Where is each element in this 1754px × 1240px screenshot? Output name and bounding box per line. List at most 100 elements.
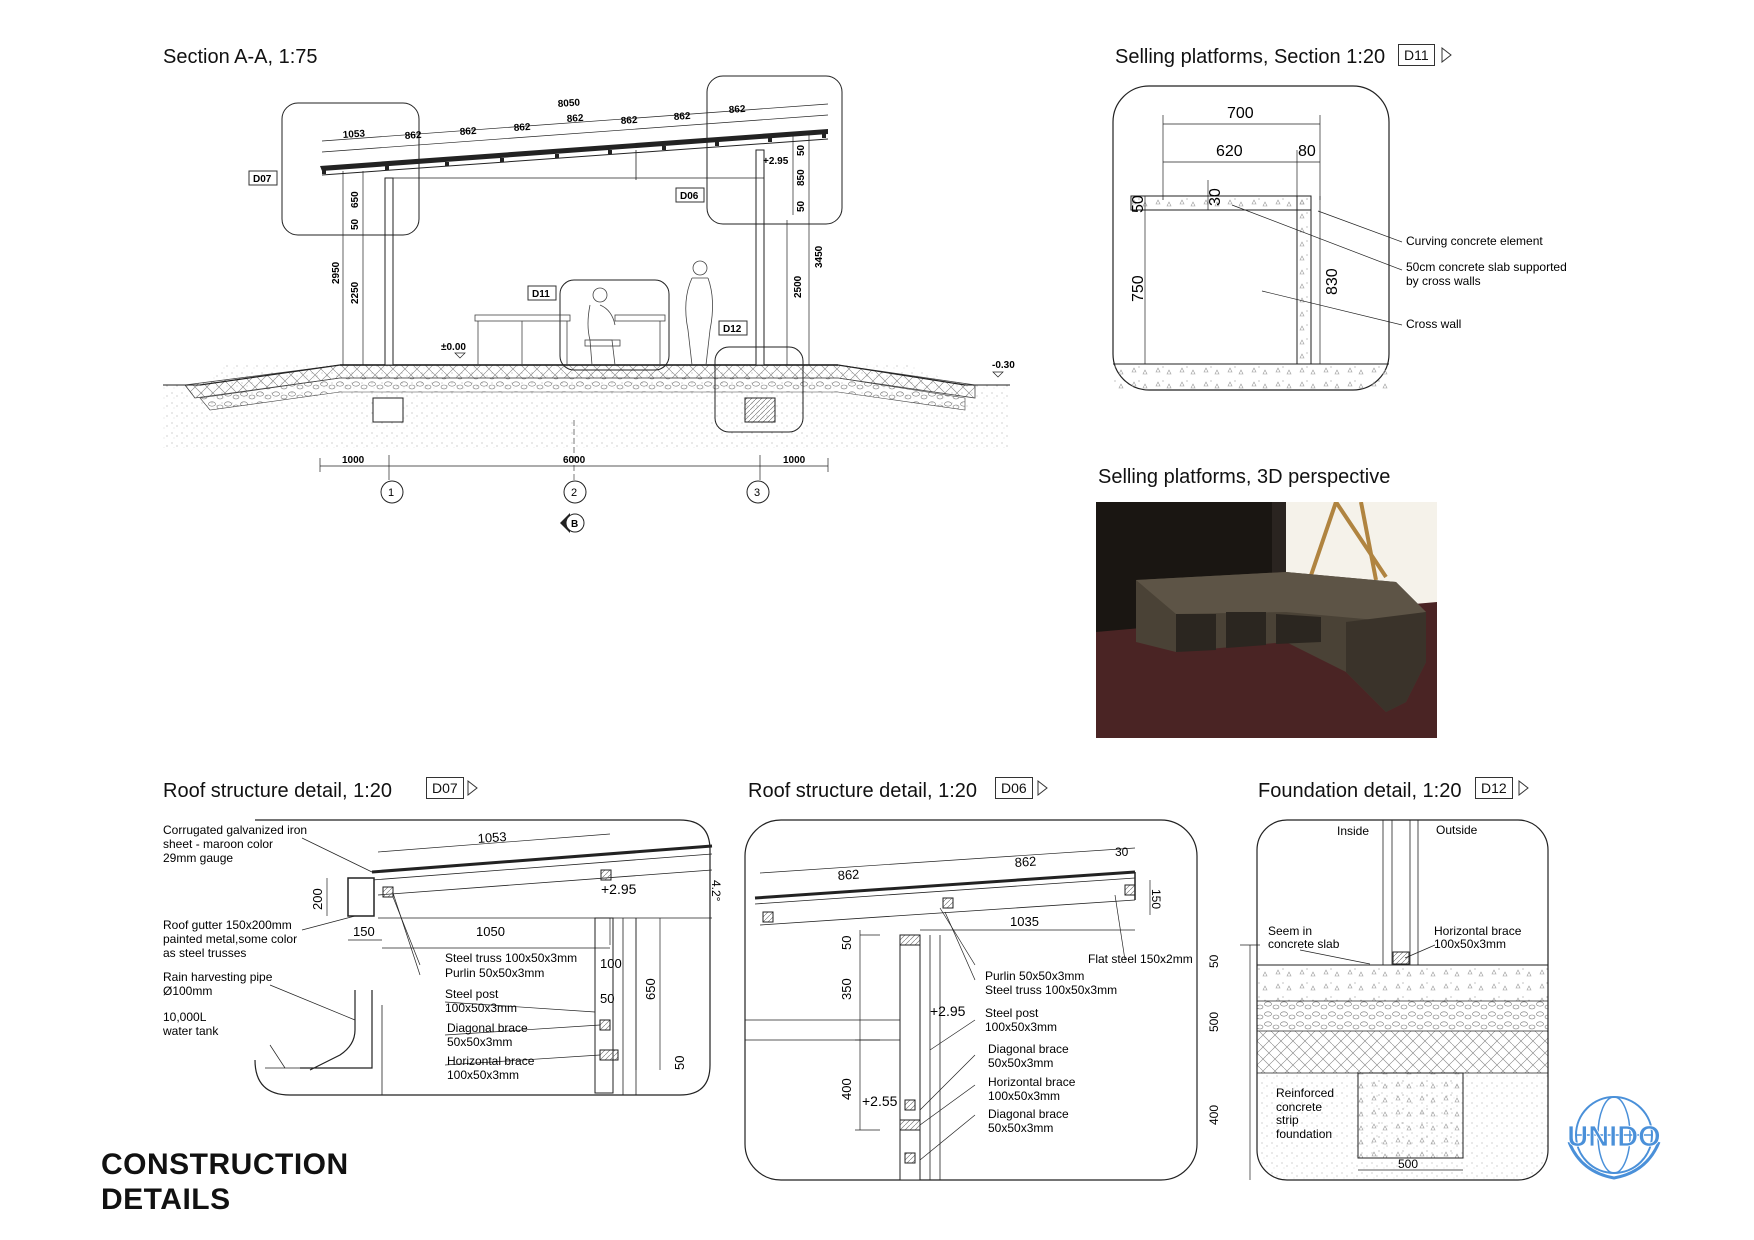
post-right-dim: 50 <box>796 200 807 212</box>
d07-dim-top: 1053 <box>477 829 507 846</box>
page-title-line1: CONSTRUCTION <box>101 1148 349 1181</box>
d07-dim-200: 200 <box>310 888 325 910</box>
d07-label-tank: water tank <box>162 1024 219 1038</box>
d06-label-purlin: Purlin 50x50x3mm <box>985 969 1084 983</box>
tag-d06-inline: D06 <box>680 191 699 202</box>
level-floor: ±0.00 <box>441 342 466 353</box>
d07-label-diag: Diagonal brace <box>447 1021 528 1035</box>
bottom-dim: 1000 <box>783 455 806 466</box>
roof-seg-dim: 862 <box>459 126 477 138</box>
section-mark: B <box>571 519 578 530</box>
d07-label-post: 100x50x3mm <box>445 1001 517 1015</box>
d06-dim-150: 150 <box>1149 889 1163 909</box>
platform-dim-620: 620 <box>1216 143 1243 160</box>
d06-label-post: Steel post <box>985 1006 1039 1020</box>
d06-label-truss: Steel truss 100x50x3mm <box>985 983 1117 997</box>
platform-label-slab: by cross walls <box>1406 274 1481 288</box>
d07-label-horiz: 100x50x3mm <box>447 1068 519 1082</box>
d07-label-pipe: Ø100mm <box>163 984 212 998</box>
d06-label-flat: Flat steel 150x2mm <box>1088 952 1193 966</box>
d07-dim-100: 100 <box>600 956 622 971</box>
platform-label-slab: 50cm concrete slab supported <box>1406 260 1567 274</box>
post-left-dim: 650 <box>350 191 361 208</box>
d06-dim-a: 862 <box>837 867 860 883</box>
d12-label-rc: concrete <box>1276 1100 1322 1114</box>
d06-dim-c: 30 <box>1115 845 1129 859</box>
d07-dim-pitch: 4.2° <box>709 880 723 902</box>
d06-dim-350: 350 <box>839 978 854 1000</box>
roof-seg-dim: 862 <box>620 115 638 127</box>
d07-label-purlin: Purlin 50x50x3mm <box>445 966 544 980</box>
d12-label-rc: strip <box>1276 1113 1299 1127</box>
tag-arrow-icon <box>1037 780 1048 796</box>
tag-d12-title: D12 <box>1475 777 1513 799</box>
roof-seg-dim: 862 <box>513 122 531 134</box>
d07-label-diag: 50x50x3mm <box>447 1035 512 1049</box>
d07-label-post: Steel post <box>445 987 499 1001</box>
d12-dim-50: 50 <box>1207 954 1221 968</box>
tag-d07-title: D07 <box>426 777 464 799</box>
tag-d11-inline: D11 <box>532 289 550 300</box>
d12-dim-w500: 500 <box>1398 1157 1418 1171</box>
tag-d07-inline: D07 <box>253 174 272 185</box>
d07-dim-150: 150 <box>353 924 375 939</box>
d12-label-hb: Horizontal brace <box>1434 924 1522 938</box>
platform-dim-700: 700 <box>1227 105 1254 122</box>
d06-dim-400: 400 <box>839 1078 854 1100</box>
d07-label-gutter: as steel trusses <box>163 946 246 960</box>
post-right-dim: 850 <box>796 169 807 186</box>
foundation-title: Foundation detail, 1:20 <box>1258 780 1462 802</box>
page-title-line2: DETAILS <box>101 1183 231 1216</box>
post-left-dim: 2250 <box>350 281 361 304</box>
roof-seg-dim: 1053 <box>342 128 365 141</box>
tag-arrow-icon <box>1441 47 1452 63</box>
section-aa-title: Section A-A, 1:75 <box>163 46 318 68</box>
d12-label-rc: Reinforced <box>1276 1086 1334 1100</box>
platform-dim-80: 80 <box>1298 143 1316 160</box>
post-right-dim: 3450 <box>814 245 825 268</box>
tag-d11-title: D11 <box>1398 44 1435 66</box>
d06-label-post: 100x50x3mm <box>985 1020 1057 1034</box>
d07-label-gutter: Roof gutter 150x200mm <box>163 918 292 932</box>
d06-label-horiz: Horizontal brace <box>988 1075 1076 1089</box>
logo-text: UNIDO <box>1567 1121 1660 1153</box>
post-left-dim: 50 <box>350 218 361 230</box>
d12-dim-500: 500 <box>1207 1012 1221 1032</box>
tag-arrow-icon <box>1518 780 1529 796</box>
d07-label-sheet: 29mm gauge <box>163 851 233 865</box>
tag-arrow-icon <box>467 780 478 796</box>
post-left-dim: 2950 <box>331 261 342 284</box>
platform-dim-750: 750 <box>1130 275 1147 302</box>
platform-dim-50: 50 <box>1130 195 1147 213</box>
bottom-dim: 1000 <box>342 455 365 466</box>
platform-label-crosswall: Cross wall <box>1406 317 1461 331</box>
grid-axis-3: 3 <box>754 487 760 499</box>
d07-level: +2.95 <box>601 881 637 897</box>
d07-dim-50b: 50 <box>672 1056 687 1070</box>
d07-label-gutter: painted metal,some color <box>163 932 297 946</box>
platform-section-title: Selling platforms, Section 1:20 <box>1115 46 1386 68</box>
roof-seg-dim: 862 <box>673 111 691 123</box>
d06-dim-50: 50 <box>839 936 854 950</box>
d07-label-horiz: Horizontal brace <box>447 1054 535 1068</box>
post-right-dim: 2500 <box>793 275 804 298</box>
unido-logo-icon: UNIDO <box>1567 1096 1661 1180</box>
d06-label-diag: 50x50x3mm <box>988 1056 1053 1070</box>
d07-label-sheet: sheet - maroon color <box>163 837 273 851</box>
d07-dim-50a: 50 <box>600 991 614 1006</box>
tag-d06-title: D06 <box>995 777 1033 799</box>
d12-label-rc: foundation <box>1276 1127 1332 1141</box>
roof-total-dim: 8050 <box>557 97 580 110</box>
d07-dim-1050: 1050 <box>476 924 505 939</box>
d06-level-top: +2.95 <box>930 1003 966 1019</box>
d07-label-sheet: Corrugated galvanized iron <box>163 823 307 837</box>
tag-d12-inline: D12 <box>723 324 742 335</box>
d06-dim-b: 862 <box>1014 854 1037 870</box>
d07-dim-650: 650 <box>643 978 658 1000</box>
d12-label-inside: Inside <box>1337 824 1369 838</box>
d12-label-seem: concrete slab <box>1268 937 1340 951</box>
roof-d06-title: Roof structure detail, 1:20 <box>748 780 978 802</box>
